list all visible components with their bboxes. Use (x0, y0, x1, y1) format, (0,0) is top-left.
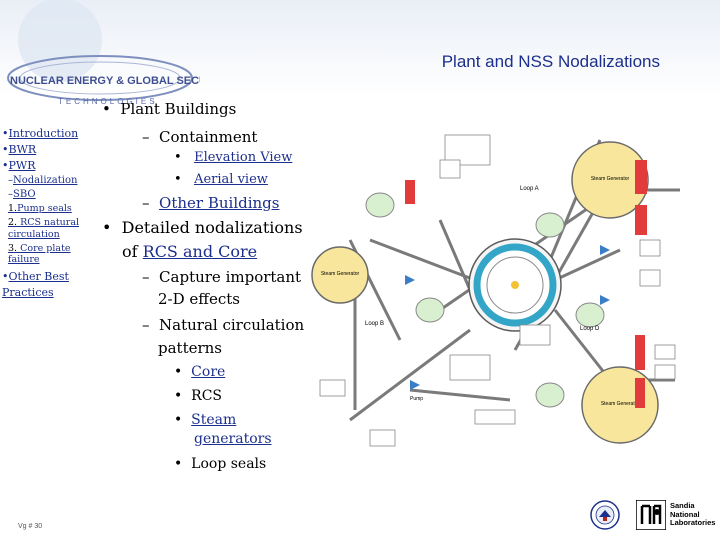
bullet-capture: – Capture important (142, 268, 302, 286)
organization-logo: NUCLEAR ENERGY & GLOBAL SECURITY TECHNOL… (7, 0, 200, 106)
nav-introduction[interactable]: •Introduction (2, 127, 79, 140)
bullet-aerial-view: • Aerial view (174, 172, 268, 187)
bullet-detailed-nodalizations: • Detailed nodalizations (102, 218, 303, 237)
sg-loop-b: Steam Generator (311, 246, 369, 304)
slide-title: Plant and NSS Nodalizations (441, 52, 660, 71)
bullet-natural-circulation: – Natural circulation (142, 316, 305, 334)
loop-a-label: Loop A (520, 186, 539, 192)
steam-generators-line-2: generators (194, 431, 272, 447)
nav-sbo[interactable]: –SBO (8, 189, 36, 201)
sidebar-nav: •Introduction •BWR •PWR –Nodalization –S… (2, 126, 90, 301)
natural-line-2: patterns (158, 339, 223, 357)
sandia-logo-text: Sandia National Laboratories (670, 501, 716, 528)
rcs-nodalization-diagram: Steam Generator Steam Generator Steam Ge… (311, 134, 680, 447)
bullet-core: • Core (174, 364, 226, 380)
svg-text:TECHNOLOGIES: TECHNOLOGIES (58, 97, 158, 106)
sandia-logo-icon (636, 500, 666, 530)
bullet-elevation-view: • Elevation View (174, 150, 293, 165)
loop-b-label: Loop B (365, 321, 384, 327)
elevation-view-link[interactable]: Elevation View (194, 150, 293, 165)
svg-text:Steam Generator: Steam Generator (321, 271, 360, 277)
nav-nodalization[interactable]: –Nodalization (8, 174, 78, 186)
bullet-other-buildings: – Other Buildings (142, 194, 280, 212)
detailed-line-2: of RCS and Core (122, 242, 258, 261)
nav-pump-seals[interactable]: 1.Pump seals (8, 202, 72, 214)
sg-loop-a: Steam Generator (571, 141, 649, 219)
bullet-steam-generators: • Steam (174, 412, 237, 428)
bullet-rcs: • RCS (174, 388, 223, 404)
reactor-vessel (468, 238, 562, 332)
steam-generators-link[interactable]: Steam (191, 412, 237, 428)
nav-rcs-natural-circulation[interactable]: 2. RCS natural circulation (8, 217, 80, 240)
nav-other-best-practices[interactable]: •Other Best Practices (2, 269, 69, 299)
sg-loop-d: Steam Generator (581, 366, 659, 444)
svg-text:Steam Generator: Steam Generator (601, 401, 640, 407)
slide-number: Vg # 30 (18, 523, 43, 530)
svg-text:NUCLEAR ENERGY & GLOBAL SECURI: NUCLEAR ENERGY & GLOBAL SECURITY (10, 75, 200, 87)
rcs-and-core-link[interactable]: RCS and Core (142, 242, 258, 261)
header-band (0, 0, 720, 100)
bullet-containment: – Containment (142, 128, 258, 146)
nav-core-plate-failure[interactable]: 3. Core plate failure (8, 242, 71, 266)
bullet-plant-buildings: • Plant Buildings (102, 100, 237, 118)
bullet-loop-seals: • Loop seals (174, 456, 267, 472)
nav-pwr[interactable]: •PWR (2, 158, 36, 172)
loop-d-label: Loop D (580, 326, 600, 332)
other-buildings-link[interactable]: Other Buildings (159, 194, 280, 212)
core-link[interactable]: Core (191, 364, 226, 380)
aerial-view-link[interactable]: Aerial view (194, 172, 268, 187)
doe-seal-icon (590, 500, 620, 530)
pump-label: Pump (410, 396, 423, 402)
capture-line-2: 2-D effects (158, 290, 240, 308)
nav-bwr[interactable]: •BWR (2, 142, 37, 156)
svg-text:Steam Generator: Steam Generator (591, 176, 630, 182)
